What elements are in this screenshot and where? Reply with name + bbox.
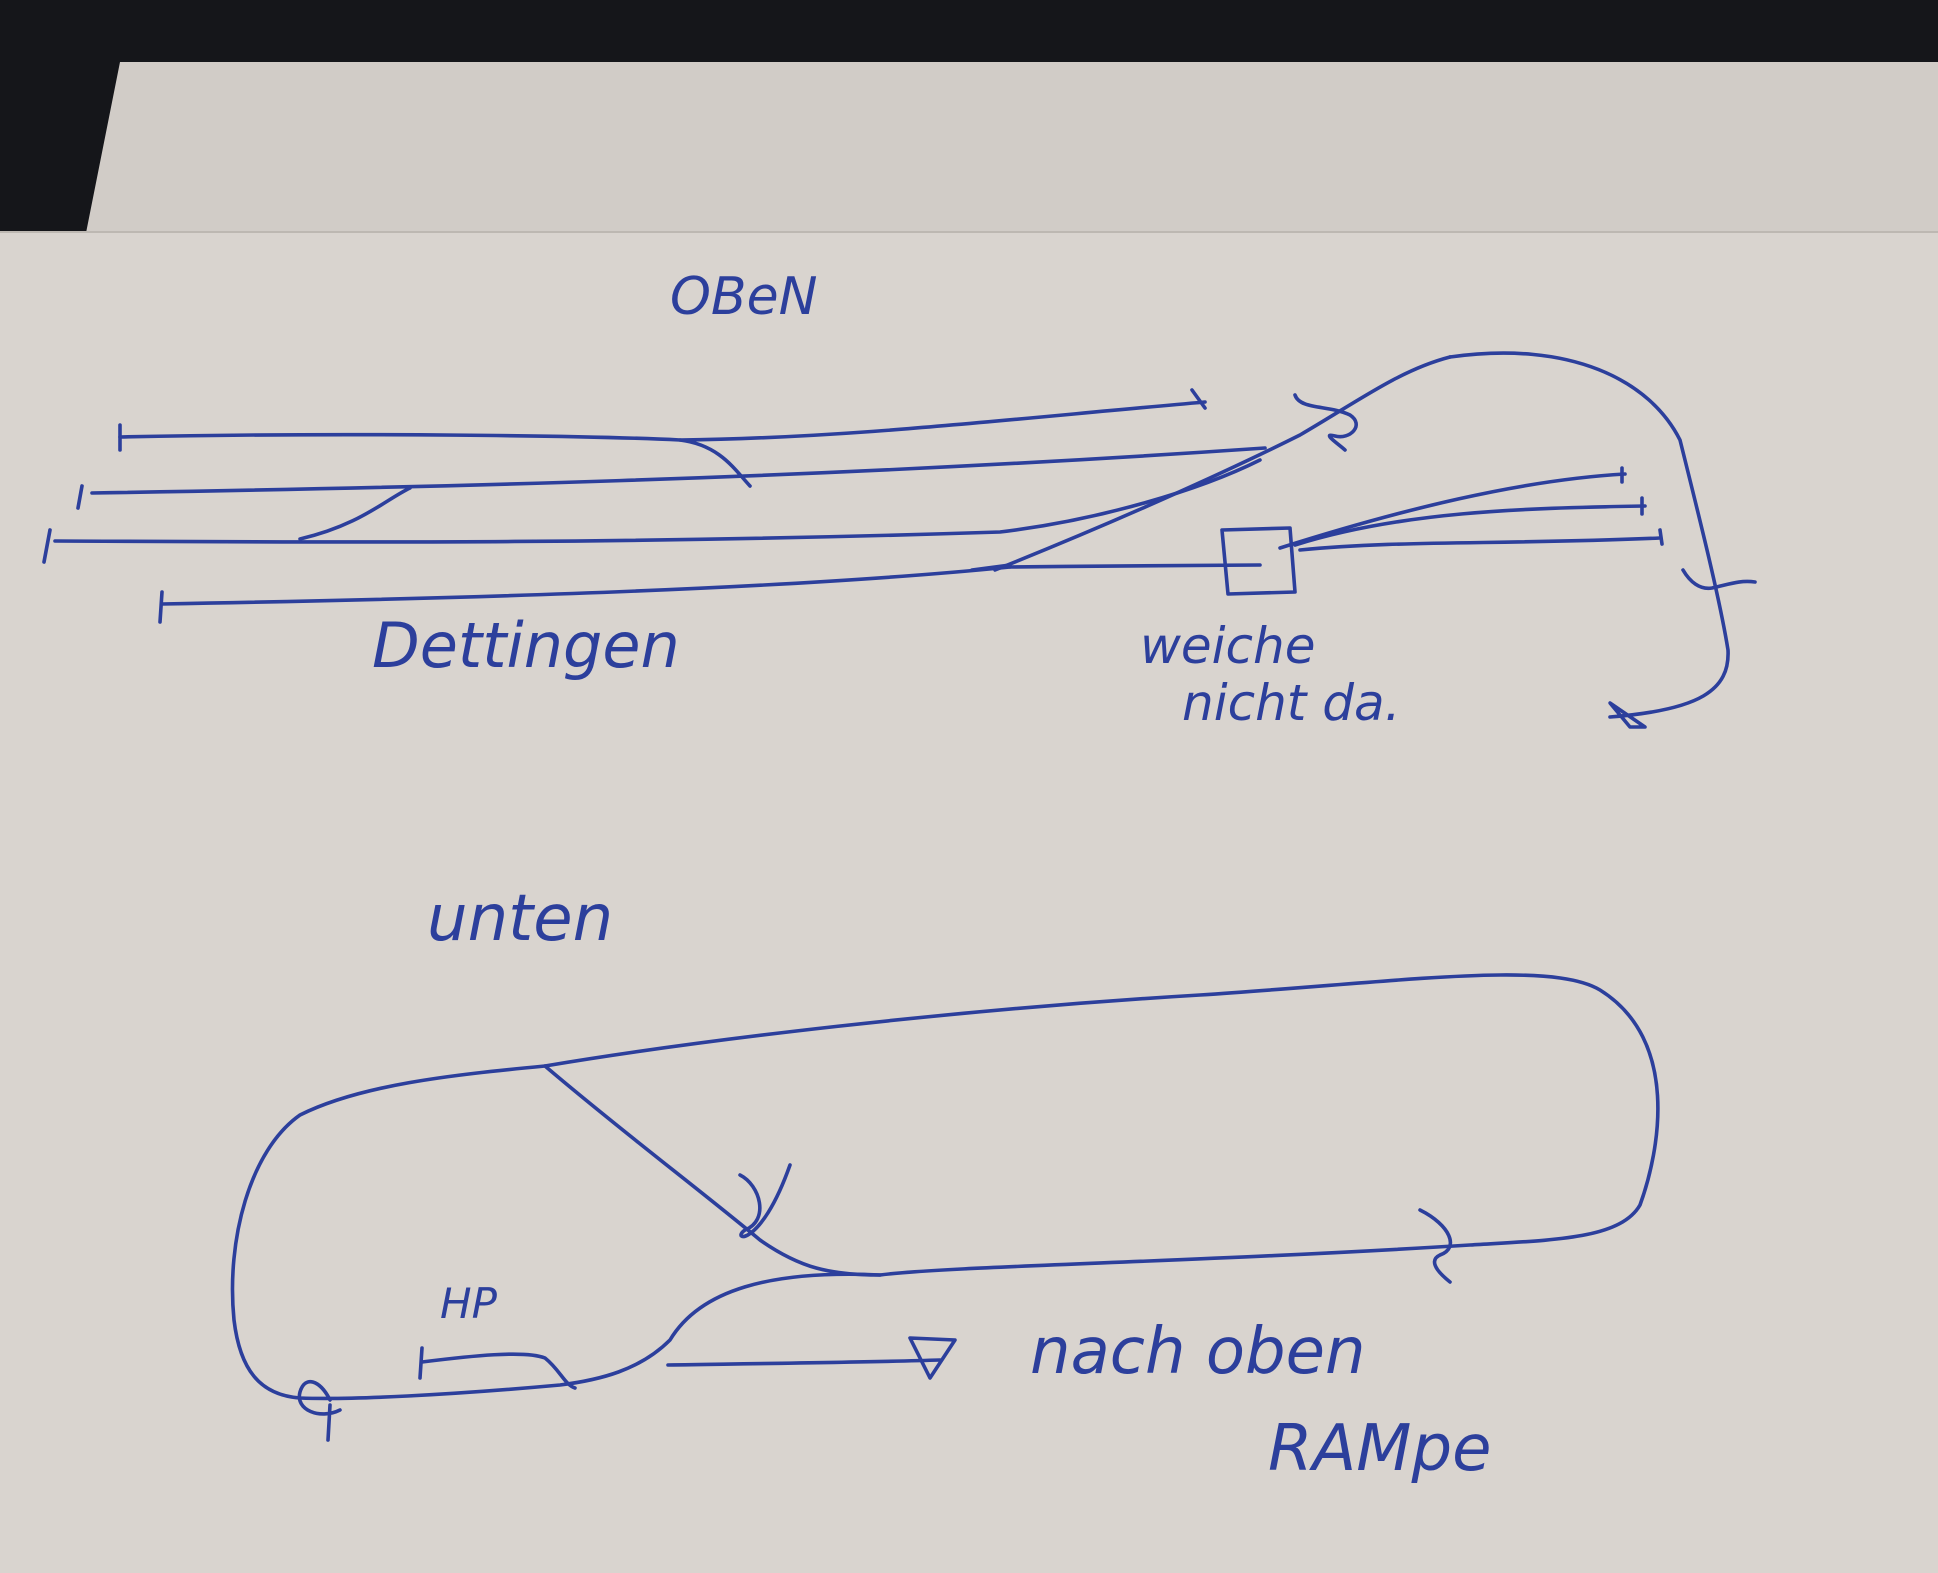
track-line-3 — [53, 458, 1262, 544]
signal-symbol-top — [1293, 393, 1358, 452]
track-line-1 — [118, 432, 752, 488]
right-spur-2 — [1293, 504, 1647, 547]
exit-label-line2: RAMpe — [1268, 1412, 1491, 1486]
signal-symbol-diagonal — [738, 1163, 792, 1239]
top-heading: OBeN — [670, 267, 818, 327]
return-loop — [1448, 351, 1730, 719]
track-line-2 — [90, 446, 1267, 495]
junction-mark — [970, 563, 1012, 572]
right-spur-3 — [1298, 536, 1662, 552]
halt-label: HP — [440, 1279, 498, 1328]
switch-note-line2: nicht da. — [1182, 674, 1401, 732]
right-spur-main — [1008, 563, 1262, 569]
ramp-exit — [666, 1358, 942, 1367]
buffer-stop-3 — [42, 528, 52, 564]
halt-bracket — [420, 1352, 577, 1390]
right-spur-1 — [1278, 472, 1627, 550]
buffer-stop-8 — [1658, 528, 1664, 546]
buffer-stop-4 — [158, 590, 164, 624]
loop-arrowhead — [1608, 701, 1647, 729]
diagonal-crossing — [543, 1064, 882, 1277]
buffer-stop-5 — [1190, 388, 1207, 410]
ramp-arrowhead — [908, 1336, 957, 1380]
signal-symbol-loop — [1681, 568, 1757, 591]
switch-note-line1: weiche — [1140, 617, 1316, 675]
track-line-4 — [160, 565, 1012, 606]
loop-diagonal — [993, 355, 1452, 572]
buffer-stop-2 — [76, 484, 84, 510]
exit-label-line1: nach oben — [1030, 1315, 1366, 1389]
station-label: Dettingen — [372, 609, 680, 682]
paper-sheet-front — [0, 232, 1938, 1573]
main-oval — [230, 973, 1660, 1401]
signal-symbol-left — [297, 1379, 342, 1442]
track-line-1-branch — [678, 400, 1207, 442]
halt-buffer — [418, 1346, 424, 1380]
bottom-track-plan: unten HP nach oben RAMpe — [230, 882, 1660, 1486]
track-line-3-crossover — [298, 486, 412, 541]
missing-switch-box — [1220, 526, 1297, 596]
signal-symbol-right — [1418, 1208, 1453, 1284]
bottom-heading: unten — [427, 882, 613, 956]
top-track-plan: OBeN Dettingen weiche nicht da. — [42, 267, 1757, 732]
